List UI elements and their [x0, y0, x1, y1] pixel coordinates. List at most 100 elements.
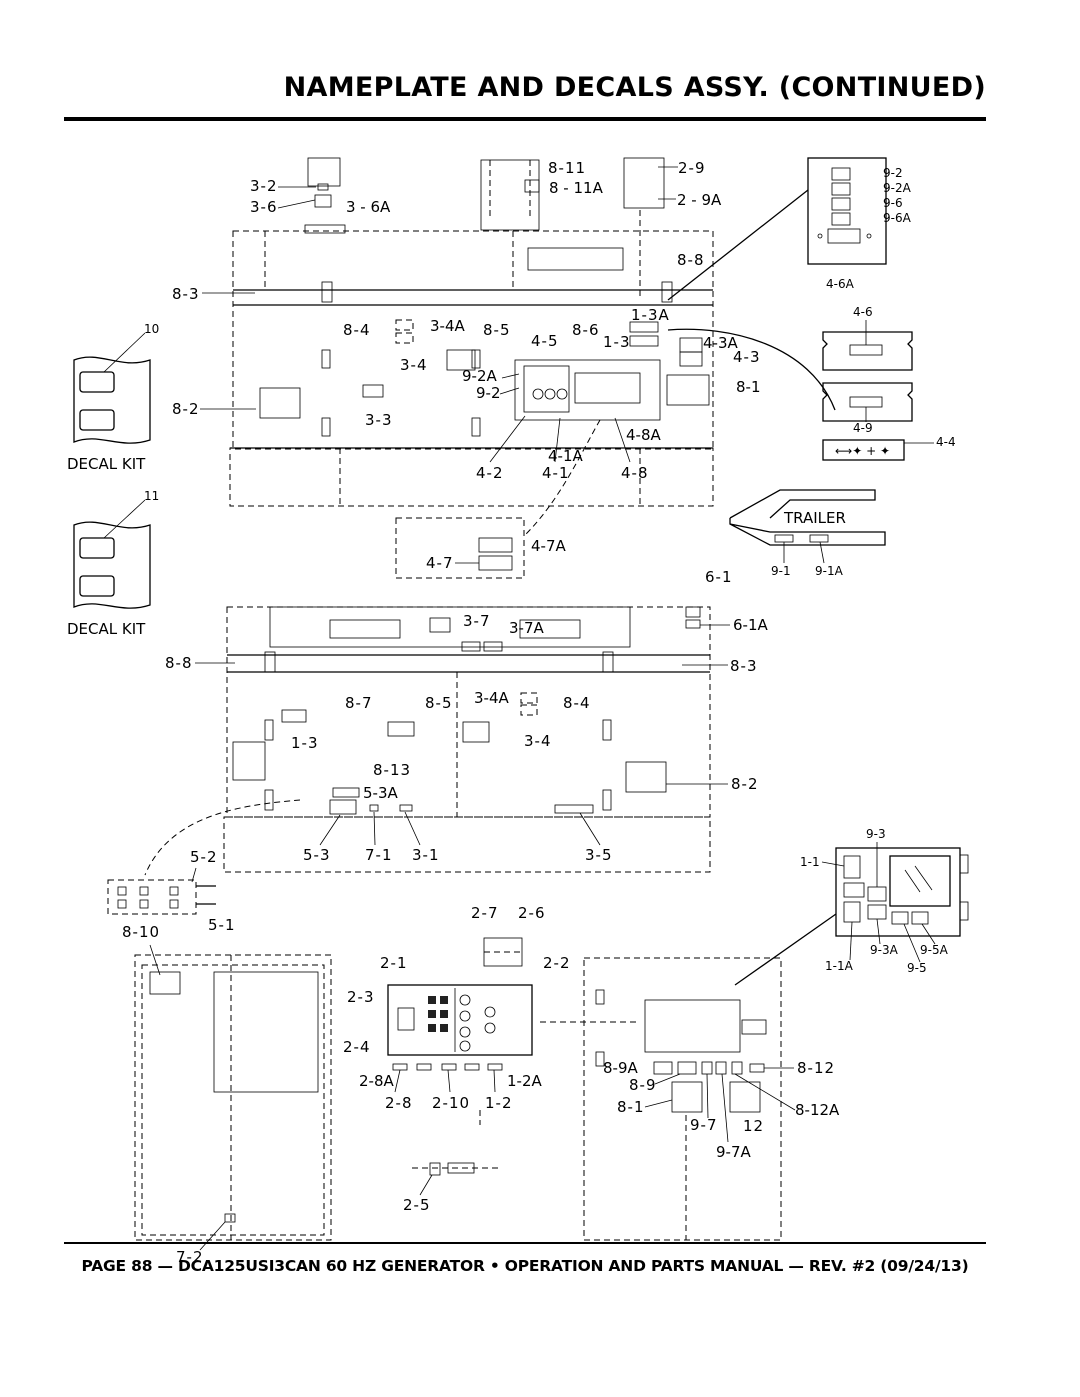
svg-text:4-8A: 4-8A	[626, 426, 661, 444]
svg-text:8-12A: 8-12A	[795, 1101, 840, 1119]
svg-text:3-4A: 3-4A	[474, 689, 509, 707]
svg-text:8-12: 8-12	[797, 1059, 835, 1077]
svg-text:8-8: 8-8	[165, 654, 193, 672]
svg-text:1-1: 1-1	[800, 855, 820, 869]
svg-text:9-3A: 9-3A	[870, 943, 899, 957]
svg-text:8-13: 8-13	[373, 761, 411, 779]
svg-text:4-9: 4-9	[853, 421, 873, 435]
svg-text:1-3A: 1-3A	[631, 306, 670, 324]
title-rule	[64, 117, 986, 121]
svg-text:8-10: 8-10	[122, 923, 160, 941]
svg-text:4-6A: 4-6A	[826, 277, 855, 291]
svg-text:8-5: 8-5	[483, 321, 511, 339]
svg-text:8-2: 8-2	[172, 400, 200, 418]
footer-rule	[64, 1242, 986, 1244]
svg-text:9-2: 9-2	[476, 384, 501, 402]
svg-text:1-3: 1-3	[291, 734, 319, 752]
svg-text:8-1: 8-1	[617, 1098, 645, 1116]
svg-text:8-8: 8-8	[677, 251, 705, 269]
svg-text:4-6: 4-6	[853, 305, 873, 319]
svg-text:5-2: 5-2	[190, 848, 218, 866]
svg-text:3-4: 3-4	[524, 732, 552, 750]
svg-text:2-6: 2-6	[518, 904, 546, 922]
svg-text:3-4A: 3-4A	[430, 317, 465, 335]
svg-text:5-1: 5-1	[208, 916, 236, 934]
svg-text:4-7A: 4-7A	[531, 537, 566, 555]
svg-text:9-7: 9-7	[690, 1116, 718, 1134]
top-view-labels: 3-2 3-6 3 - 6A 8-11 8 - 11A 2-9 2 - 9A 8…	[172, 159, 761, 482]
rear-right-enclosure: 8-9A 8-12 8-9 8-1 8-12A 9-7 12 9-7A	[583, 957, 840, 1241]
bar-decals-detail: 4-6 4-9 ⟷✦ + ✦ 4-4	[822, 305, 956, 461]
control-box-9: 9-3 1-1 9-3A 9-5A 1-1A 9-5	[734, 827, 969, 986]
svg-text:7-2: 7-2	[176, 1248, 204, 1266]
svg-text:2-9: 2-9	[678, 159, 706, 177]
svg-text:5-3: 5-3	[303, 846, 331, 864]
svg-text:3-4: 3-4	[400, 356, 428, 374]
svg-text:9-2A: 9-2A	[462, 367, 497, 385]
svg-text:9-3: 9-3	[866, 827, 886, 841]
svg-text:4-7: 4-7	[426, 554, 454, 572]
connector-5: 5-2 5-1	[107, 848, 236, 934]
top-view-enclosure	[229, 157, 836, 536]
svg-text:4-1A: 4-1A	[548, 447, 583, 465]
svg-text:9-5A: 9-5A	[920, 943, 949, 957]
svg-text:9-2: 9-2	[883, 166, 903, 180]
svg-text:8-7: 8-7	[345, 694, 373, 712]
svg-text:9-6: 9-6	[883, 196, 903, 210]
svg-text:6-1A: 6-1A	[733, 616, 768, 634]
svg-text:8-4: 8-4	[563, 694, 591, 712]
side-view-enclosure	[144, 606, 711, 876]
svg-text:9-2A: 9-2A	[883, 181, 912, 195]
svg-text:2-5: 2-5	[403, 1196, 431, 1214]
svg-text:8 - 11A: 8 - 11A	[549, 179, 604, 197]
svg-text:8-9A: 8-9A	[603, 1059, 638, 1077]
svg-text:8-3: 8-3	[730, 657, 758, 675]
page-title: NAMEPLATE AND DECALS ASSY. (CONTINUED)	[283, 72, 986, 103]
svg-text:TRAILER: TRAILER	[783, 509, 846, 527]
panel-9-detail: 9-2 9-2A 9-6 9-6A 4-6A	[807, 157, 912, 291]
svg-text:2-1: 2-1	[380, 954, 408, 972]
svg-text:2-8: 2-8	[385, 1094, 413, 1112]
svg-text:3-6: 3-6	[250, 198, 278, 216]
svg-text:8-1: 8-1	[736, 378, 761, 396]
svg-text:8-11: 8-11	[548, 159, 586, 177]
svg-text:4-3: 4-3	[733, 348, 761, 366]
svg-text:DECAL KIT: DECAL KIT	[67, 620, 146, 638]
decal-kit-2: 11 DECAL KIT	[67, 489, 159, 638]
decal-kit-1: 10 DECAL KIT	[67, 322, 159, 473]
svg-text:3 - 6A: 3 - 6A	[346, 198, 391, 216]
control-panel-2: 2-7 2-6 2-1 2-2 2-3 2-4 2-8A 1-2A	[343, 904, 640, 1214]
svg-text:9-7A: 9-7A	[716, 1143, 751, 1161]
svg-text:2-10: 2-10	[432, 1094, 470, 1112]
svg-text:9-6A: 9-6A	[883, 211, 912, 225]
svg-text:⟷✦ + ✦: ⟷✦ + ✦	[835, 444, 890, 458]
svg-text:2-8A: 2-8A	[359, 1072, 394, 1090]
svg-text:3-1: 3-1	[412, 846, 440, 864]
svg-text:3-7: 3-7	[463, 612, 491, 630]
svg-text:5-3A: 5-3A	[363, 784, 398, 802]
svg-text:4-1: 4-1	[542, 464, 570, 482]
svg-text:8-4: 8-4	[343, 321, 371, 339]
svg-text:3-5: 3-5	[585, 846, 613, 864]
svg-text:11: 11	[144, 489, 159, 503]
svg-text:7-1: 7-1	[365, 846, 393, 864]
svg-text:4-2: 4-2	[476, 464, 504, 482]
svg-text:2-4: 2-4	[343, 1038, 371, 1056]
svg-text:DECAL KIT: DECAL KIT	[67, 455, 146, 473]
svg-text:8-5: 8-5	[425, 694, 453, 712]
svg-text:2 - 9A: 2 - 9A	[677, 191, 722, 209]
svg-text:9-1A: 9-1A	[815, 564, 844, 578]
svg-text:4-5: 4-5	[531, 332, 559, 350]
svg-text:2-2: 2-2	[543, 954, 571, 972]
rear-left-enclosure: 8-10 7-2	[122, 923, 332, 1266]
svg-text:1-3: 1-3	[603, 333, 631, 351]
svg-text:4-4: 4-4	[936, 435, 956, 449]
svg-text:8-9: 8-9	[629, 1076, 657, 1094]
svg-text:6-1: 6-1	[705, 568, 733, 586]
svg-text:8-2: 8-2	[731, 775, 759, 793]
svg-text:1-2A: 1-2A	[507, 1072, 542, 1090]
svg-text:9-5: 9-5	[907, 961, 927, 975]
svg-text:4-8: 4-8	[621, 464, 649, 482]
svg-text:2-3: 2-3	[347, 988, 375, 1006]
